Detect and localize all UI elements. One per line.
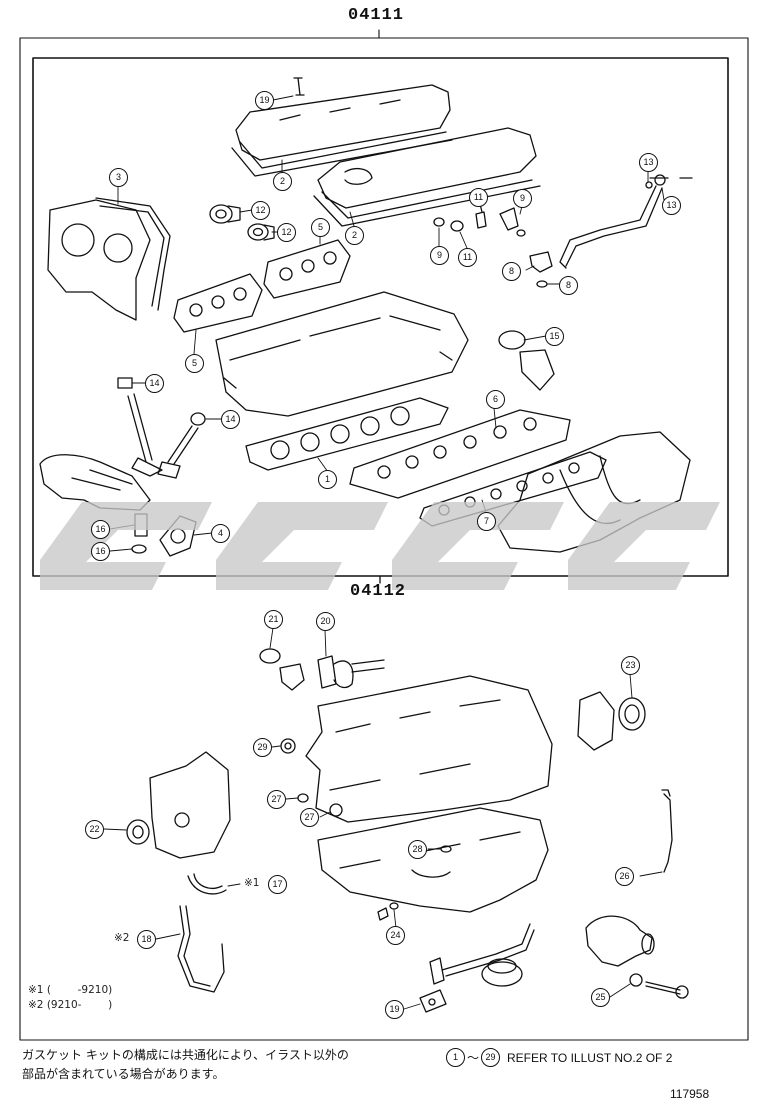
callout-22[interactable]: 22 [85,820,104,839]
gasket-25 [629,973,689,999]
callout-17[interactable]: 17 [268,875,287,894]
water-outlet-21 [259,648,305,691]
callout-1[interactable]: 1 [318,470,337,489]
drain-gasket-28 [440,845,452,853]
sensor-11b [475,203,487,229]
oil-pan [317,807,549,913]
footnote-2: ※2 (9210- ) [28,999,113,1011]
callout-23[interactable]: 23 [621,656,640,675]
japanese-note-line2: 部品が含まれている場合があります。 [22,1067,225,1081]
bolt-19-part [293,77,305,96]
callout-28[interactable]: 28 [408,840,427,859]
gasket-27a [297,793,309,803]
sensor-8 [529,251,553,288]
lower-leader-lines [103,627,663,1010]
mark-17: ※1 [244,877,260,889]
callout-14b[interactable]: 14 [221,410,240,429]
upper-group-frame [32,57,729,577]
upper-group-bracket [19,29,749,1041]
watermark-logo [40,502,720,590]
callout-26[interactable]: 26 [615,867,634,886]
callout-12a[interactable]: 12 [251,201,270,220]
callout-24[interactable]: 24 [386,926,405,945]
gasket-19b [419,989,447,1013]
lower-group-code: 04112 [350,582,407,601]
callout-9b[interactable]: 9 [513,189,532,208]
exhaust-gasket-5b [263,239,351,299]
callout-15[interactable]: 15 [545,327,564,346]
valve-14b [157,412,206,479]
head-gasket-1 [245,397,449,471]
callout-27a[interactable]: 27 [267,790,286,809]
footnote-1: ※1 ( -9210) [28,984,113,996]
callout-20[interactable]: 20 [316,612,335,631]
callout-18[interactable]: 18 [137,930,156,949]
callout-29[interactable]: 29 [253,738,272,757]
oil-pipe-13 [559,174,693,269]
callout-8a[interactable]: 8 [502,262,521,281]
exhaust-manifold-shape [39,454,151,511]
gasket-11a [450,220,464,232]
callout-7[interactable]: 7 [477,512,496,531]
callout-25[interactable]: 25 [591,988,610,1007]
oil-seal-12b [247,223,275,241]
water-inlet [585,915,655,967]
timing-case [149,751,231,859]
japanese-note: ガスケット キットの構成には共通化により、イラスト以外の 部品が含まれている場合… [22,1046,349,1084]
plug-24 [377,902,399,921]
front-seal-22 [126,819,150,845]
callout-4[interactable]: 4 [211,524,230,543]
dipstick-26 [661,789,673,873]
callout-11a[interactable]: 11 [469,188,488,207]
cylinder-head-gasket [215,291,469,417]
rear-seal-23 [577,691,646,751]
callout-11b[interactable]: 11 [458,248,477,267]
plug-9a [433,217,445,227]
valve-seal-16b [131,544,147,554]
callout-19[interactable]: 19 [255,91,274,110]
plug-29 [280,738,296,754]
callout-16a[interactable]: 16 [91,520,110,539]
callout-6[interactable]: 6 [486,390,505,409]
refer-separator: ～ [467,1051,480,1065]
sensor-9b [499,207,526,237]
refer-note: 1 ～ 29 REFER TO ILLUST NO.2 OF 2 [446,1048,672,1067]
timing-cover-gasket [47,197,171,321]
refer-to-callout: 29 [481,1048,501,1067]
gasket-18 [177,905,225,993]
refer-text: REFER TO ILLUST NO.2 OF 2 [507,1050,673,1065]
callout-14a[interactable]: 14 [145,374,164,393]
exhaust-gasket-5a [173,273,263,333]
japanese-note-line1: ガスケット キットの構成には共通化により、イラスト以外の [22,1048,349,1062]
callout-21[interactable]: 21 [264,610,283,629]
intake-gasket-6 [349,409,571,499]
callout-13b[interactable]: 13 [662,196,681,215]
callout-19-lower[interactable]: 19 [385,1000,404,1019]
callout-27b[interactable]: 27 [300,808,319,827]
valve-14a [117,377,163,477]
callout-3[interactable]: 3 [109,168,128,187]
water-pump-20 [317,655,385,689]
callout-2-front[interactable]: 2 [345,226,364,245]
callout-16b[interactable]: 16 [91,542,110,561]
callout-5b[interactable]: 5 [311,218,330,237]
upper-group-code: 04111 [348,6,405,25]
gasket-27b [329,803,343,817]
refer-from-callout: 1 [446,1048,465,1067]
callout-9a[interactable]: 9 [430,246,449,265]
callout-5a[interactable]: 5 [185,354,204,373]
callout-13a[interactable]: 13 [639,153,658,172]
cylinder-block [305,675,553,823]
callout-12b[interactable]: 12 [277,223,296,242]
oil-seal-12a [209,204,241,224]
mark-18: ※2 [114,932,130,944]
oil-strainer [429,923,535,987]
callout-2-rear[interactable]: 2 [273,172,292,191]
seal-17 [187,873,227,895]
callout-8b[interactable]: 8 [559,276,578,295]
figure-number: 117958 [670,1087,710,1101]
